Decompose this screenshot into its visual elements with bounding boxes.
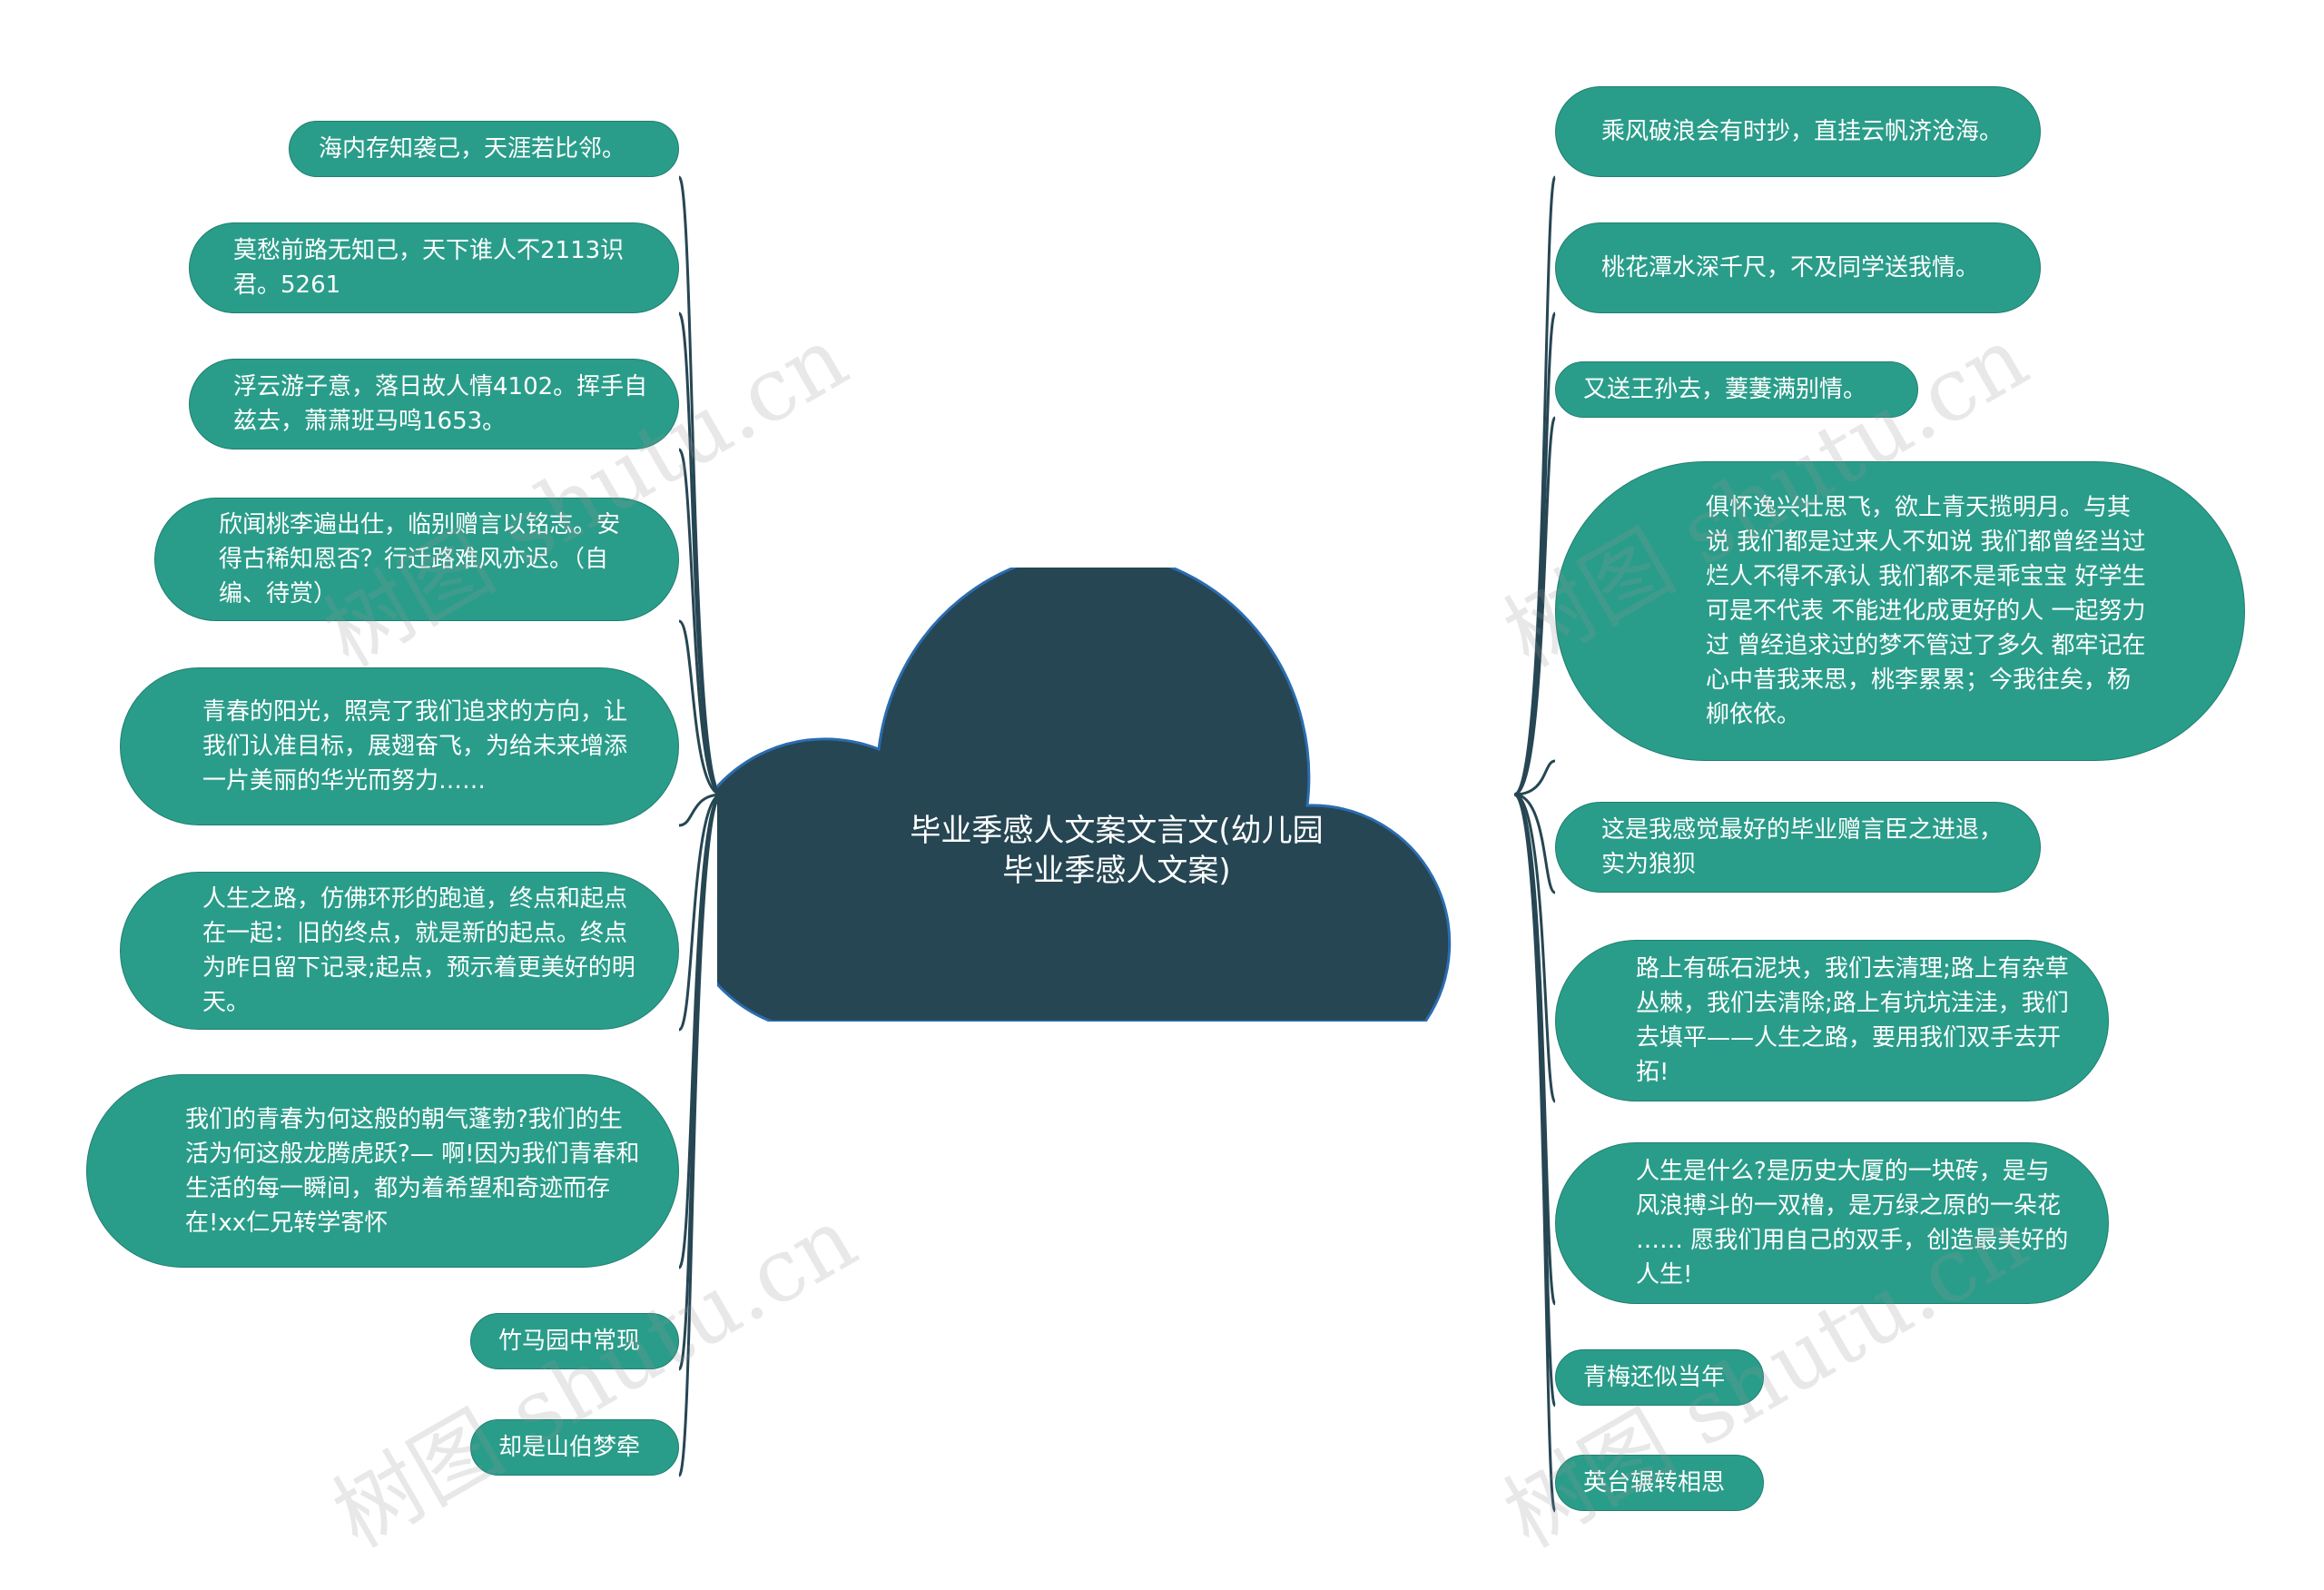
right-branch-label: 这是我感觉最好的毕业赠言臣之进退，实为狼狈 [1601, 816, 2004, 878]
left-branch-label: 浮云游子意，落日故人情4102。挥手自兹去，萧萧班马鸣1653。 [233, 373, 648, 435]
right-branch-node[interactable]: 路上有砾石泥块，我们去清理;路上有杂草丛棘，我们去清除;路上有坑坑洼洼，我们去填… [1555, 940, 2109, 1101]
right-branch-node[interactable]: 英台辗转相思 [1555, 1455, 1764, 1511]
connector-line [1513, 793, 1557, 1103]
left-branch-node[interactable]: 人生之路，仿佛环形的跑道，终点和起点在一起：旧的终点，就是新的起点。终点为昨日留… [120, 872, 679, 1030]
right-branch-label: 英台辗转相思 [1583, 1469, 1726, 1496]
left-branch-node[interactable]: 莫愁前路无知己，天下谁人不2113识君。5261 [189, 222, 679, 313]
right-branch-node[interactable]: 乘风破浪会有时抄，直挂云帆济沧海。 [1555, 86, 2041, 177]
right-branch-node[interactable]: 又送王孙去，萋萋满别情。 [1555, 361, 1918, 418]
left-branch-label: 人生之路，仿佛环形的跑道，终点和起点在一起：旧的终点，就是新的起点。终点为昨日留… [202, 885, 635, 1016]
left-branch-label: 青春的阳光，照亮了我们追求的方向，让我们认准目标，展翅奋飞，为给未来增添一片美丽… [202, 698, 628, 795]
connector-line [1513, 416, 1557, 796]
left-branch-node[interactable]: 却是山伯梦牵 [470, 1419, 679, 1476]
left-branch-node[interactable]: 海内存知袭己，天涯若比邻。 [289, 121, 679, 177]
left-branch-label: 欣闻桃李遍出仕，临别赠言以铭志。安得古稀知恩否？行迁路难风亦迟。（自编、待赏） [219, 511, 621, 607]
connector-line [677, 448, 723, 796]
left-branch-label: 我们的青春为何这般的朝气蓬勃?我们的生活为何这般龙腾虎跃?— 啊!因为我们青春和… [185, 1105, 640, 1237]
left-branch-node[interactable]: 我们的青春为何这般的朝气蓬勃?我们的生活为何这般龙腾虎跃?— 啊!因为我们青春和… [86, 1074, 679, 1268]
connector-line [1513, 759, 1556, 796]
connector-line [678, 619, 723, 796]
connector-line [1513, 793, 1556, 894]
left-branch-label: 却是山伯梦牵 [498, 1434, 641, 1461]
right-branch-label: 人生是什么?是历史大厦的一块砖，是与风浪搏斗的一双橹，是万绿之原的一朵花 …… … [1636, 1158, 2069, 1289]
left-branch-label: 莫愁前路无知己，天下谁人不2113识君。5261 [233, 237, 625, 299]
connector-line [677, 793, 723, 1477]
connector-line [677, 175, 723, 796]
connector-line [1513, 311, 1557, 796]
connector-line [1513, 175, 1557, 796]
right-branch-node[interactable]: 人生是什么?是历史大厦的一块砖，是与风浪搏斗的一双橹，是万绿之原的一朵花 …… … [1555, 1142, 2109, 1304]
right-branch-label: 路上有砾石泥块，我们去清理;路上有杂草丛棘，我们去清除;路上有坑坑洼洼，我们去填… [1636, 955, 2069, 1086]
left-branch-node[interactable]: 青春的阳光，照亮了我们追求的方向，让我们认准目标，展翅奋飞，为给未来增添一片美丽… [120, 667, 679, 825]
connector-line [677, 793, 723, 1269]
left-branch-label: 竹马园中常现 [498, 1328, 641, 1355]
connector-line [677, 793, 723, 1032]
connector-line [1513, 793, 1557, 1513]
right-branch-label: 俱怀逸兴壮思飞，欲上青天揽明月。与其说 我们都是过来人不如说 我们都曾经当过烂人… [1706, 494, 2146, 728]
connector-line [678, 793, 723, 827]
right-branch-node[interactable]: 青梅还似当年 [1555, 1349, 1764, 1406]
right-branch-label: 乘风破浪会有时抄，直挂云帆济沧海。 [1601, 118, 2004, 145]
left-branch-label: 海内存知袭己，天涯若比邻。 [319, 135, 626, 163]
right-branch-label: 又送王孙去，萋萋满别情。 [1583, 376, 1867, 403]
left-branch-node[interactable]: 竹马园中常现 [470, 1313, 679, 1369]
right-branch-label: 青梅还似当年 [1583, 1364, 1726, 1391]
connector-line [677, 311, 723, 796]
right-branch-node[interactable]: 这是我感觉最好的毕业赠言臣之进退，实为狼狈 [1555, 802, 2041, 893]
central-topic-label: 毕业季感人文案文言文(幼儿园毕业季感人文案) [910, 813, 1324, 889]
left-branch-node[interactable]: 浮云游子意，落日故人情4102。挥手自兹去，萧萧班马鸣1653。 [189, 359, 679, 449]
central-topic[interactable]: 毕业季感人文案文言文(幼儿园毕业季感人文案) [717, 568, 1516, 1022]
right-branch-node[interactable]: 桃花潭水深千尺，不及同学送我情。 [1555, 222, 2041, 313]
cloud-shape [717, 568, 1452, 1022]
right-branch-label: 桃花潭水深千尺，不及同学送我情。 [1601, 254, 1980, 281]
connector-line [677, 793, 723, 1371]
right-branch-node[interactable]: 俱怀逸兴壮思飞，欲上青天揽明月。与其说 我们都是过来人不如说 我们都曾经当过烂人… [1555, 461, 2245, 761]
left-branch-node[interactable]: 欣闻桃李遍出仕，临别赠言以铭志。安得古稀知恩否？行迁路难风亦迟。（自编、待赏） [154, 498, 679, 621]
